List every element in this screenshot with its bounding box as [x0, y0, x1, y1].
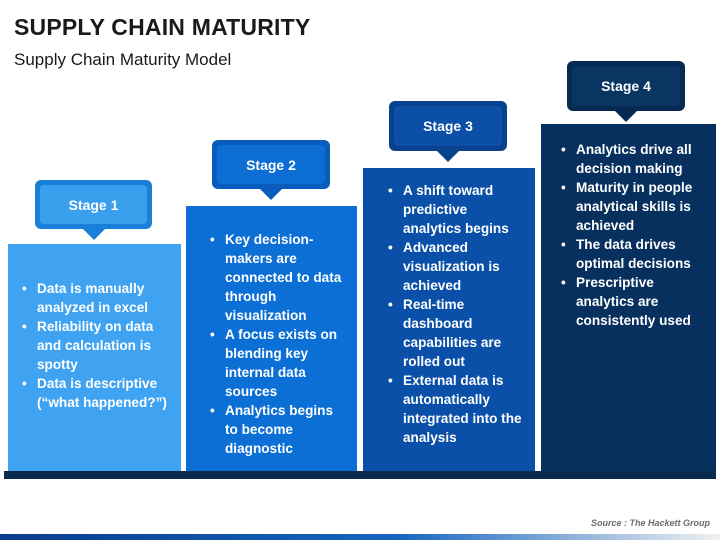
stage-2-label: Stage 2: [246, 156, 296, 173]
stage-2-badge-inner: Stage 2: [217, 145, 325, 184]
stage-3-column: A shift toward predictive analytics begi…: [363, 168, 535, 474]
list-item: Data is descriptive (“what happened?”): [22, 374, 173, 412]
list-item: Advanced visualization is achieved: [388, 238, 527, 295]
page-subtitle: Supply Chain Maturity Model: [14, 50, 232, 69]
stage-3-badge-inner: Stage 3: [394, 106, 502, 146]
stage-2-badge-pointer: [260, 189, 282, 200]
stage-3-label: Stage 3: [423, 118, 473, 134]
page-title: SUPPLY CHAIN MATURITY: [14, 14, 311, 40]
stage-4-badge-pointer: [615, 111, 637, 122]
list-item: Analytics begins to become diagnostic: [210, 401, 349, 458]
stage-2-badge: Stage 2: [212, 140, 330, 200]
stage-1-column: Data is manually analyzed in excel Relia…: [8, 244, 181, 474]
stage-1-list: Data is manually analyzed in excel Relia…: [22, 279, 173, 412]
list-item: A focus exists on blending key internal …: [210, 325, 349, 401]
stage-3-badge-pointer: [437, 151, 459, 162]
source-note: Source : The Hackett Group: [590, 518, 710, 528]
stage-1-badge-inner: Stage 1: [40, 185, 147, 224]
stage-1-badge: Stage 1: [35, 180, 152, 240]
footer-bar: [0, 534, 720, 540]
list-item: Key decision-makers are connected to dat…: [210, 230, 349, 325]
stage-2-list: Key decision-makers are connected to dat…: [210, 230, 349, 458]
stage-4-column: Analytics drive all decision making Matu…: [541, 124, 716, 474]
list-item: Real-time dashboard capabilities are rol…: [388, 295, 527, 371]
stage-4-label: Stage 4: [601, 78, 651, 94]
baseline-bar: [4, 471, 716, 479]
stage-4-badge: Stage 4: [567, 61, 685, 122]
stage-3-list: A shift toward predictive analytics begi…: [388, 181, 527, 447]
stage-2-column: Key decision-makers are connected to dat…: [186, 206, 357, 474]
list-item: Data is manually analyzed in excel: [22, 279, 173, 317]
list-item: A shift toward predictive analytics begi…: [388, 181, 527, 238]
stage-4-list: Analytics drive all decision making Matu…: [561, 140, 710, 330]
list-item: Prescriptive analytics are consistently …: [561, 273, 710, 330]
list-item: Maturity in people analytical skills is …: [561, 178, 710, 235]
list-item: External data is automatically integrate…: [388, 371, 527, 447]
list-item: Analytics drive all decision making: [561, 140, 710, 178]
stage-4-badge-inner: Stage 4: [572, 66, 680, 106]
stage-3-badge: Stage 3: [389, 101, 507, 162]
stage-1-label: Stage 1: [68, 196, 119, 213]
stage-1-badge-pointer: [82, 229, 105, 240]
list-item: Reliability on data and calculation is s…: [22, 317, 173, 374]
list-item: The data drives optimal decisions: [561, 235, 710, 273]
